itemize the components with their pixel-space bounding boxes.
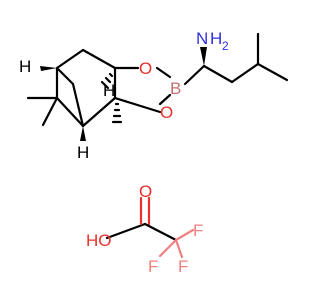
bond-b-o-lower <box>158 93 172 106</box>
atom-boron: B <box>170 79 181 98</box>
wedge-amine <box>200 47 207 66</box>
atom-oxygen-lower: O <box>160 103 173 122</box>
hashed-methyl-bond <box>111 102 123 124</box>
atom-h-bridge: H <box>103 81 115 100</box>
bond-ch-methyl-right <box>256 62 289 82</box>
atom-hydroxyl: HO <box>86 231 112 250</box>
bond-bridge-b <box>71 82 85 128</box>
bond-oh-c <box>105 222 147 240</box>
pinane-skeleton <box>26 48 123 141</box>
atom-oxygen-upper: O <box>139 59 152 78</box>
bond-c-f-left <box>158 238 178 258</box>
bond-b-calpha <box>183 64 206 86</box>
bond-c2-c3 <box>81 48 117 70</box>
wedge-h-left <box>40 66 57 71</box>
bond-c1-c2 <box>55 48 85 70</box>
bond-calpha-ch2 <box>202 64 234 84</box>
atom-fluorine-bottom: F <box>178 257 188 276</box>
structure-canvas: H H H O O B N H 2 HO O F F F <box>19 29 289 276</box>
bond-c-f-right <box>174 228 195 242</box>
atom-h-left: H <box>19 57 31 76</box>
atom-h-bottom: H <box>77 143 89 162</box>
atom-fluorine-right: F <box>193 221 203 240</box>
trifluoroacetic-acid <box>105 196 195 259</box>
atom-nitrogen: N <box>196 29 208 48</box>
atom-carbonyl-oxygen: O <box>139 182 152 201</box>
atom-amine-h: H <box>210 29 222 48</box>
bond-c-cf3 <box>143 222 178 242</box>
molecule-drawing: H H H O O B N H 2 HO O F F F <box>19 29 289 276</box>
side-chain <box>183 32 289 86</box>
hashed-bridge-h-bond <box>100 72 114 90</box>
bond-o-b-upper <box>155 66 172 79</box>
bond-ch2-ch <box>230 62 260 84</box>
bond-bridge-a <box>55 66 75 86</box>
bond-c5-c6 <box>55 96 85 128</box>
bond-c4-c5 <box>81 96 117 128</box>
bond-c-o-lower <box>113 96 162 114</box>
bond-methyl-b <box>41 96 59 127</box>
atom-amine-subscript: 2 <box>222 39 229 53</box>
atom-fluorine-left: F <box>148 257 158 276</box>
bond-c-f-bottom <box>174 238 184 259</box>
dioxaborolane-ring <box>113 66 172 114</box>
wedge-h-bottom <box>80 126 86 141</box>
